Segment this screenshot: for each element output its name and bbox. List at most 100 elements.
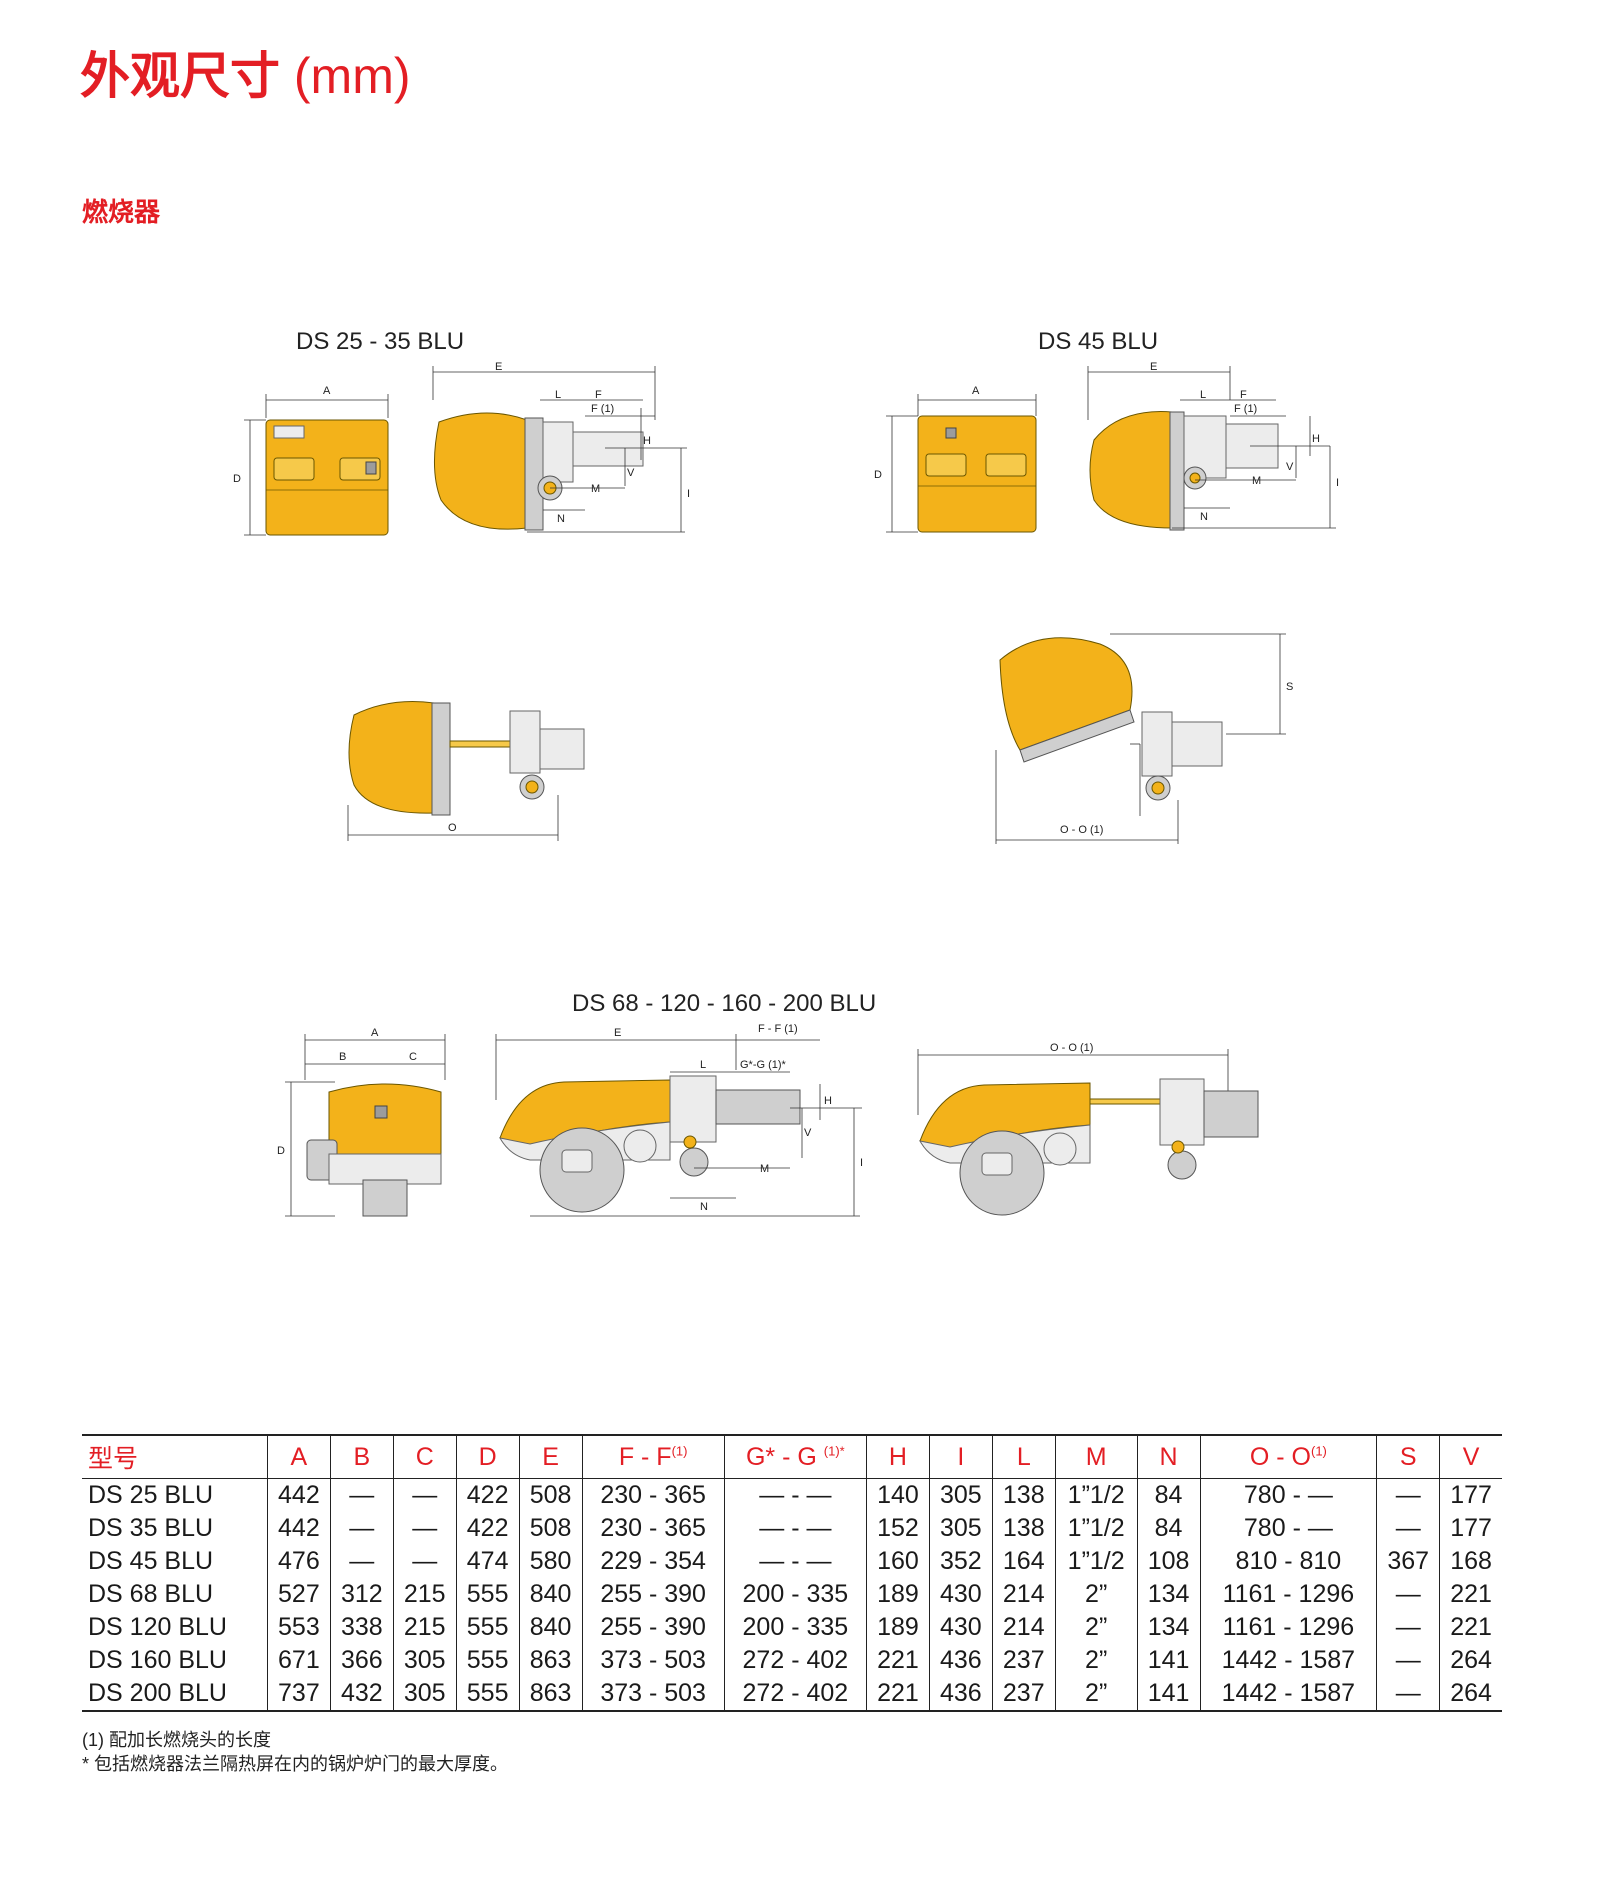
value-cell: 373 - 503 — [581, 1677, 725, 1712]
reset-button-ds45 — [945, 427, 957, 439]
drawing-ds68-side: E F - F (1) L G*-G (1)* H I V M N — [495, 1023, 863, 1217]
col-oo-sup: (1) — [1310, 1443, 1327, 1459]
blast-tube-ext-ds68 — [1203, 1090, 1259, 1138]
dim-oo1-ds68: O - O (1) — [1050, 1042, 1093, 1054]
value-cell: 200 - 335 — [723, 1578, 867, 1611]
page-title-text: 外观尺寸 — [80, 48, 280, 104]
value-cell: 177 — [1439, 1478, 1502, 1512]
value-cell: 214 — [991, 1578, 1056, 1611]
value-cell: 141 — [1136, 1677, 1201, 1712]
value-cell: — — [1376, 1677, 1440, 1712]
col-n: N — [1136, 1434, 1201, 1479]
value-cell: 436 — [928, 1644, 993, 1677]
display-window — [273, 425, 305, 439]
value-cell: 84 — [1136, 1478, 1201, 1512]
col-ff-sup: (1) — [671, 1443, 688, 1459]
value-cell: 1”1/2 — [1054, 1512, 1138, 1545]
dim-a-ds68: A — [371, 1027, 379, 1039]
flange-ext-ds68 — [1159, 1078, 1205, 1146]
reset-button-ds68 — [374, 1105, 388, 1119]
col-s: S — [1376, 1434, 1440, 1479]
value-cell: 555 — [455, 1578, 520, 1611]
drawing-ds68-extended: O - O (1) — [917, 1042, 1259, 1216]
value-cell: 1”1/2 — [1054, 1478, 1138, 1512]
value-cell: — — [329, 1512, 394, 1545]
value-cell: 160 — [865, 1545, 930, 1578]
model-cell: DS 200 BLU — [82, 1677, 268, 1712]
page-title-unit: (mm) — [293, 48, 411, 104]
dim-h: H — [643, 435, 651, 447]
burner-body-front — [265, 419, 389, 536]
table-header-row: 型号 A B C D E F - F(1) G* - G (1)* H I L … — [82, 1434, 1502, 1479]
col-v: V — [1439, 1434, 1502, 1479]
value-cell: 134 — [1136, 1578, 1201, 1611]
value-cell: 272 - 402 — [723, 1644, 867, 1677]
dim-m: M — [591, 483, 600, 495]
value-cell: 810 - 810 — [1199, 1545, 1377, 1578]
value-cell: 442 — [266, 1478, 331, 1512]
value-cell: 2” — [1054, 1578, 1138, 1611]
col-gg-label: G* - G — [745, 1442, 817, 1471]
value-cell: 580 — [518, 1545, 583, 1578]
value-cell: 230 - 365 — [581, 1478, 725, 1512]
value-cell: 305 — [928, 1478, 993, 1512]
value-cell: 555 — [455, 1677, 520, 1712]
value-cell: 255 - 390 — [581, 1611, 725, 1644]
control-panel — [524, 417, 544, 531]
col-m: M — [1054, 1434, 1138, 1479]
value-cell: 430 — [928, 1611, 993, 1644]
value-cell: 2” — [1054, 1677, 1138, 1712]
value-cell: 863 — [518, 1644, 583, 1677]
value-cell: 422 — [455, 1512, 520, 1545]
control-panel-tilted — [1019, 709, 1135, 763]
value-cell: — — [1376, 1644, 1440, 1677]
value-cell: 780 - — — [1199, 1478, 1377, 1512]
value-cell: 138 — [991, 1512, 1056, 1545]
col-d: D — [455, 1434, 520, 1479]
dim-e-ds45: E — [1150, 361, 1157, 373]
value-cell: 305 — [392, 1677, 457, 1712]
col-b: B — [329, 1434, 394, 1479]
value-cell: 152 — [865, 1512, 930, 1545]
handle-left — [273, 457, 315, 481]
dim-i-ds68: I — [860, 1157, 863, 1169]
value-cell: 141 — [1136, 1644, 1201, 1677]
value-cell: 553 — [266, 1611, 331, 1644]
value-cell: 508 — [518, 1478, 583, 1512]
value-cell: 555 — [455, 1611, 520, 1644]
model-cell: DS 160 BLU — [88, 1646, 227, 1674]
value-cell: 138 — [991, 1478, 1056, 1512]
gas-valve-ext-ds68 — [1167, 1150, 1197, 1180]
value-cell: 215 — [392, 1611, 457, 1644]
value-cell: 272 - 402 — [723, 1677, 867, 1712]
dim-h-ds45: H — [1312, 433, 1320, 445]
value-cell: 1161 - 1296 — [1199, 1578, 1377, 1611]
footnote-2: * 包括燃烧器法兰隔热屏在内的锅炉炉门的最大厚度。 — [82, 1754, 509, 1774]
col-oo-label: O - O — [1249, 1442, 1311, 1471]
value-cell: 221 — [1439, 1611, 1502, 1644]
blast-tube-ext — [539, 728, 585, 770]
dim-gg1: G*-G (1)* — [740, 1059, 787, 1071]
value-cell: 189 — [865, 1578, 930, 1611]
slide-rail-ds68 — [1089, 1098, 1161, 1105]
value-cell: — - — — [723, 1545, 867, 1578]
value-cell: 221 — [1439, 1578, 1502, 1611]
value-cell: 237 — [991, 1644, 1056, 1677]
value-cell: 230 - 365 — [581, 1512, 725, 1545]
dim-b: B — [339, 1051, 346, 1063]
value-cell: 221 — [865, 1677, 930, 1712]
dim-n: N — [557, 513, 565, 525]
value-cell: — — [1376, 1611, 1440, 1644]
air-inlet — [362, 1179, 408, 1217]
dim-i-ds45: I — [1336, 477, 1339, 489]
drawing-ds68-front: A B C D — [277, 1027, 446, 1217]
value-cell: — — [1376, 1478, 1440, 1512]
model-cell: DS 120 BLU — [88, 1613, 227, 1641]
value-cell: 352 — [928, 1545, 993, 1578]
dim-l: L — [555, 389, 561, 401]
value-cell: 2” — [1054, 1611, 1138, 1644]
col-ff: F - F(1) — [581, 1434, 725, 1479]
